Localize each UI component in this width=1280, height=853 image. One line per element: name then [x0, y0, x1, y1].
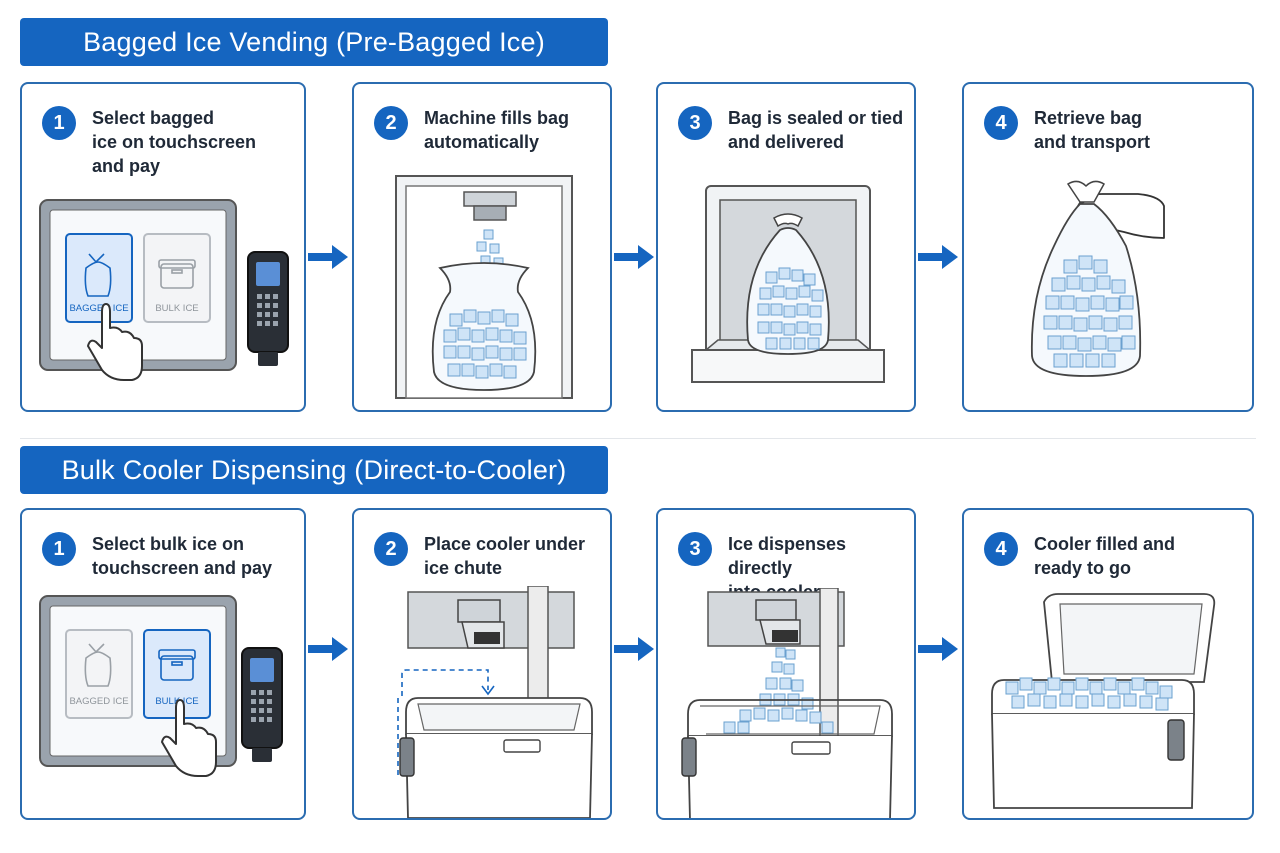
step-panel-bagged-3: 3 Bag is sealed or tied and delivered: [656, 82, 916, 412]
cooler-icon: [681, 699, 893, 818]
falling-ice-cubes: [723, 647, 834, 734]
bagged-ice-option[interactable]: [65, 233, 133, 323]
arrow-right-icon: [614, 245, 654, 269]
ice-bag-icon: [84, 643, 112, 687]
ice-bag-icon: [746, 213, 830, 355]
place-cooler-illustration: [397, 586, 593, 818]
bulk-ice-option[interactable]: [143, 233, 211, 323]
arrow-right-icon: [614, 637, 654, 661]
step-number: 4: [984, 106, 1018, 140]
touchscreen-kiosk-illustration: BAGGED ICE BULK ICE: [39, 199, 289, 381]
section-divider: [20, 438, 1256, 439]
arrow-right-icon: [918, 245, 958, 269]
bagged-ice-option-label: BAGGED ICE: [69, 696, 128, 707]
step-panel-bagged-1: 1 Select bagged ice on touchscreen and p…: [20, 82, 306, 412]
step-text: Bag is sealed or tied and delivered: [728, 108, 904, 152]
arrow-right-icon: [308, 637, 348, 661]
bagged-ice-option[interactable]: [65, 629, 133, 719]
step-text: Select bagged ice on touchscreen and pay: [92, 108, 257, 176]
payment-terminal-icon: [241, 647, 283, 762]
step-text: Select bulk ice on touchscreen and pay: [92, 534, 273, 578]
bagged-ice-option-label: BAGGED ICE: [69, 303, 128, 314]
step-panel-bagged-4: 4 Retrieve bag and transport: [962, 82, 1254, 412]
step-number: 3: [678, 532, 712, 566]
payment-terminal-icon: [247, 251, 289, 366]
section-title-bulk: Bulk Cooler Dispensing (Direct-to-Cooler…: [20, 446, 608, 494]
step-panel-bulk-3: 3 Ice dispenses directly into cooler: [656, 508, 916, 820]
step-number: 4: [984, 532, 1018, 566]
bulk-ice-option-label: BULK ICE: [155, 303, 198, 314]
step-text: Cooler filled and ready to go: [1034, 534, 1176, 578]
ice-bag-icon: [84, 253, 112, 297]
step-text: Retrieve bag and transport: [1034, 108, 1151, 152]
cooler-icon: [399, 697, 593, 818]
ice-dispensing-illustration: [681, 588, 893, 818]
ice-chute-icon: [755, 599, 801, 645]
filled-cooler-illustration: [991, 593, 1216, 809]
step-panel-bulk-4: 4 Cooler filled and ready to go: [962, 508, 1254, 820]
hand-pointer-icon: [87, 303, 143, 381]
step-panel-bagged-2: 2 Machine fills bag automatically: [352, 82, 612, 412]
bag-delivery-illustration: [691, 185, 885, 383]
carry-bag-illustration: [1030, 180, 1165, 377]
step-text: Place cooler under ice chute: [424, 534, 586, 578]
ice-bag-icon: [431, 262, 537, 391]
section-title-bagged: Bagged Ice Vending (Pre-Bagged Ice): [20, 18, 608, 66]
arrow-right-icon: [918, 637, 958, 661]
cooler-icon: [158, 259, 196, 289]
step-text: Machine fills bag automatically: [424, 108, 570, 152]
step-number: 3: [678, 106, 712, 140]
step-number: 1: [42, 532, 76, 566]
hand-pointer-icon: [161, 699, 217, 777]
step-panel-bulk-2: 2 Place cooler under ice chute: [352, 508, 612, 820]
touchscreen-kiosk-illustration: BAGGED ICE BULK ICE: [39, 595, 283, 777]
bag-filling-illustration: [395, 175, 573, 399]
step-number: 1: [42, 106, 76, 140]
cooler-icon: [991, 593, 1216, 809]
arrow-right-icon: [308, 245, 348, 269]
step-number: 2: [374, 106, 408, 140]
step-panel-bulk-1: 1 Select bulk ice on touchscreen and pay…: [20, 508, 306, 820]
ice-chute-icon: [457, 599, 505, 649]
step-number: 2: [374, 532, 408, 566]
cooler-icon: [158, 649, 196, 681]
ice-bag-icon: [1030, 180, 1142, 377]
